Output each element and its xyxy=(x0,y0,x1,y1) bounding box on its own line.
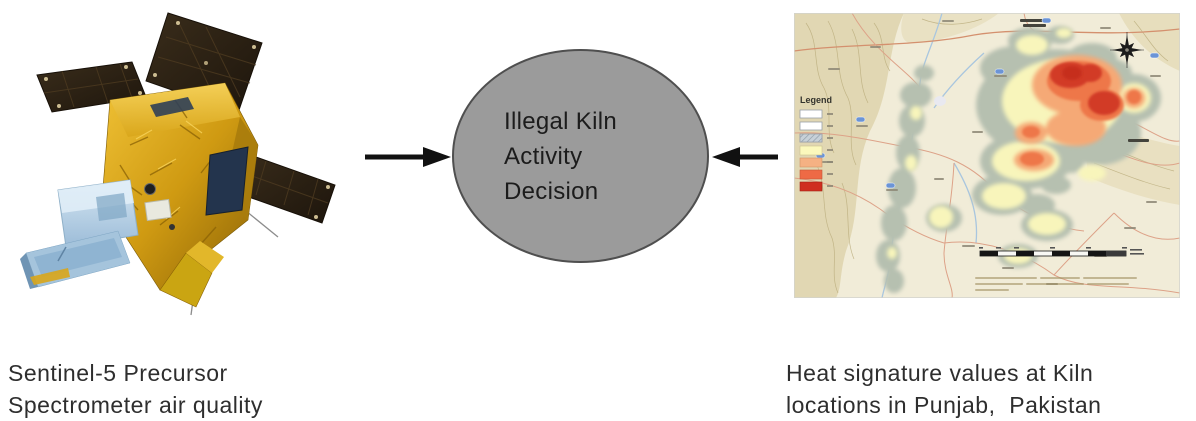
solar-panel-top xyxy=(145,12,263,114)
legend-swatch-7 xyxy=(799,181,823,192)
map-attribution-lines xyxy=(975,277,1137,291)
legend-title: Legend xyxy=(800,95,832,105)
highway-shield-icons xyxy=(815,17,1160,189)
legend-swatch-5 xyxy=(799,157,823,168)
legend-swatch-1 xyxy=(799,109,823,119)
decision-node: Illegal Kiln Activity Decision xyxy=(452,49,709,263)
scale-bar-tick-labels xyxy=(979,247,1144,255)
satellite-body xyxy=(101,82,259,308)
legend-swatch-2 xyxy=(799,121,823,131)
heat-signature-map: Legend xyxy=(794,13,1180,298)
legend-swatch-4 xyxy=(799,145,823,156)
spectrometer-instrument xyxy=(20,179,139,289)
left-caption: Sentinel-5 Precursor Spectrometer air qu… xyxy=(8,360,263,418)
right-caption: Heat signature values at Kiln locations … xyxy=(786,360,1102,418)
compass-rose-icon xyxy=(1110,32,1144,68)
arrow-right-input xyxy=(712,147,778,167)
scale-bar xyxy=(979,247,1144,257)
legend-item-labels xyxy=(827,113,833,187)
decision-node-label: Illegal Kiln Activity Decision xyxy=(504,107,617,205)
arrow-left-input xyxy=(365,147,451,167)
map-legend: Legend xyxy=(799,95,833,192)
sentinel-satellite-image xyxy=(20,12,336,316)
legend-swatch-6 xyxy=(799,169,823,180)
heat-blobs-layer xyxy=(876,26,1161,293)
legend-swatch-3-hatch xyxy=(799,133,823,143)
